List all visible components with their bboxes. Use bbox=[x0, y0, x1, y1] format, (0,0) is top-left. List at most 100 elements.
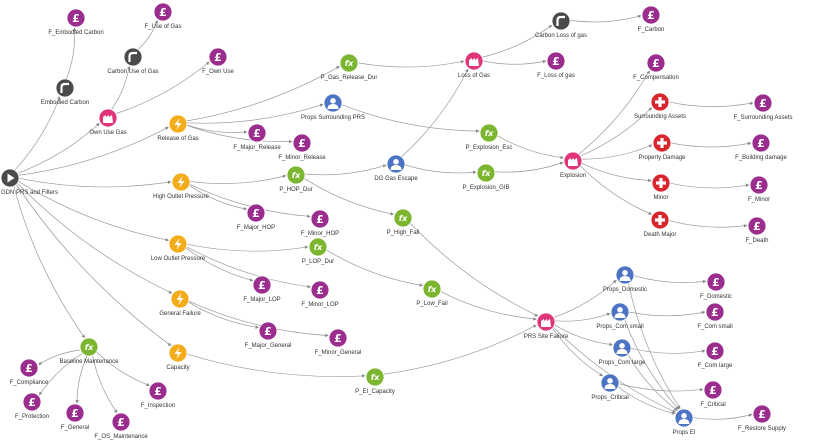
edge-p_exp_esc-to-explosion bbox=[497, 135, 564, 160]
edge-baseline-to-f_insp bbox=[96, 351, 150, 387]
node-f-major-lop[interactable]: £F_Major_LOP bbox=[243, 275, 281, 303]
edge-explosion-to-prop_dmg bbox=[581, 144, 653, 160]
node-f-dom[interactable]: £F_Domestic bbox=[700, 272, 732, 300]
node-props-cs[interactable]: Props_Com small bbox=[596, 302, 644, 330]
node-label: F_Compensation bbox=[633, 75, 679, 81]
node-death-major[interactable]: Death Major bbox=[644, 210, 677, 238]
node-f-restore[interactable]: £F_Restore Supply bbox=[738, 404, 786, 432]
node-f-sur-assets[interactable]: £F_Surrounding Assets bbox=[733, 93, 793, 121]
node-f-own-use[interactable]: £F_Own Use bbox=[202, 47, 234, 75]
node-badge bbox=[546, 51, 566, 71]
edge-props_crit-to-props_ei bbox=[617, 386, 676, 415]
node-f-minor-gen[interactable]: £F_Minor_General bbox=[315, 328, 362, 356]
svg-text:£: £ bbox=[334, 332, 342, 345]
node-f-carbon[interactable]: £F_Carbon bbox=[638, 5, 665, 33]
node-f-insp[interactable]: £F_Inspection bbox=[141, 381, 175, 409]
pound-icon: £ bbox=[316, 284, 324, 297]
edge-prop_dmg-to-f_bld_dmg bbox=[670, 141, 752, 148]
node-f-minor-hop[interactable]: £F_Minor_HOP bbox=[301, 209, 339, 237]
node-f-use-gas[interactable]: £F_Use of Gas bbox=[144, 2, 182, 30]
node-own-gas[interactable]: Own Use Gas bbox=[89, 108, 127, 136]
node-label: General Failure bbox=[159, 311, 201, 317]
svg-text:£: £ bbox=[72, 12, 80, 25]
node-badge bbox=[22, 392, 42, 412]
node-f-compl[interactable]: £F_Compliance bbox=[10, 358, 49, 386]
node-f-minor[interactable]: £F_Minor bbox=[748, 175, 770, 203]
svg-text:£: £ bbox=[552, 55, 560, 68]
node-p-lop[interactable]: fxP_LOP_Dur bbox=[302, 237, 334, 265]
node-p-high-fail[interactable]: fxP_High_Fail bbox=[387, 208, 420, 236]
node-badge bbox=[258, 321, 278, 341]
node-f-gen[interactable]: £F_General bbox=[61, 403, 89, 431]
node-props-dom[interactable]: Props_Domestic bbox=[603, 265, 647, 293]
node-badge bbox=[292, 133, 312, 153]
edge-lop-to-p_lop bbox=[186, 243, 309, 252]
fx-icon: fx bbox=[371, 373, 380, 382]
node-f-minor-rel[interactable]: £F_Minor_Release bbox=[278, 133, 326, 161]
svg-text:£: £ bbox=[214, 51, 222, 64]
node-props-sur[interactable]: Props Surrounding PRS bbox=[301, 93, 365, 121]
node-p-exp-esc[interactable]: fxP_Explosion_Esc bbox=[466, 123, 513, 151]
node-f-prot[interactable]: £F_Protection bbox=[15, 392, 49, 420]
node-c-loss-gas[interactable]: Carbon Loss of gas bbox=[535, 11, 587, 39]
node-f-emb-c[interactable]: £F_Embodied Carbon bbox=[48, 8, 104, 36]
node-p-ei-cap[interactable]: fxP_EI_Capacity bbox=[355, 367, 395, 395]
node-f-major-rel[interactable]: £F_Major_Release bbox=[233, 123, 281, 151]
node-f-death[interactable]: £F_Death bbox=[745, 216, 769, 244]
svg-text:£: £ bbox=[711, 306, 719, 319]
edge-explosion-to-f_comp bbox=[578, 70, 650, 155]
node-props-ei[interactable]: Props EI bbox=[672, 408, 696, 436]
node-minor[interactable]: Minor bbox=[651, 173, 671, 201]
node-p-gas-rel[interactable]: fxP_Gas_Release_Dur bbox=[321, 53, 378, 81]
node-f-minor-lop[interactable]: £ F_Minor_LOP bbox=[301, 280, 339, 308]
node-emb-c[interactable]: Embodied Carbon bbox=[41, 78, 89, 106]
node-explosion[interactable]: Explosion bbox=[560, 151, 586, 179]
edge-props_ei-to-f_restore bbox=[692, 413, 753, 420]
svg-text:fx: fx bbox=[345, 59, 354, 68]
node-prop-dmg[interactable]: Property Damage bbox=[638, 133, 686, 161]
svg-text:£: £ bbox=[652, 57, 660, 70]
edge-dg_escape-to-p_exp_gib bbox=[404, 164, 477, 175]
node-c-use-gas[interactable]: Carbon Use of Gas bbox=[107, 47, 159, 75]
edge-explosion-to-minor bbox=[581, 162, 652, 183]
edge-props_cl-to-props_ei bbox=[627, 354, 678, 411]
node-badge bbox=[339, 53, 359, 73]
node-badge bbox=[641, 5, 661, 25]
node-badge bbox=[246, 203, 266, 223]
node-p-hop[interactable]: fxP_HOP_Dur bbox=[279, 165, 313, 193]
node-rel-gas[interactable]: Release of Gas bbox=[157, 114, 199, 142]
node-loss-gas[interactable]: Loss of Gas bbox=[458, 51, 490, 79]
node-label: F_Minor_LOP bbox=[301, 302, 338, 308]
node-f-loss-gas[interactable]: £F_Loss of gas bbox=[537, 51, 575, 79]
node-root[interactable]: GDN PRS and Filters bbox=[0, 168, 58, 196]
node-dg-escape[interactable]: DG Gas Escape bbox=[374, 154, 418, 182]
edge-baseline-to-f_compl bbox=[38, 349, 81, 365]
node-p-exp-gib[interactable]: fxP_Explosion_GIB bbox=[462, 163, 510, 191]
node-capacity[interactable]: Capacity bbox=[166, 343, 190, 371]
edge-own_gas-to-f_own_use bbox=[115, 61, 210, 114]
node-props-crit[interactable]: Props_Critical bbox=[591, 373, 629, 401]
edge-props_cs-to-f_cs bbox=[628, 310, 706, 317]
node-prs-site[interactable]: PRS Site Failure bbox=[524, 312, 569, 340]
pipe-icon bbox=[60, 82, 69, 93]
node-f-crit[interactable]: £F_Critical bbox=[700, 380, 726, 408]
node-f-bld-dmg[interactable]: £F_Building damage bbox=[735, 133, 788, 161]
node-f-comp[interactable]: £ F_Compensation bbox=[633, 53, 679, 81]
node-gen-fail[interactable]: General Failure bbox=[159, 289, 201, 317]
node-f-cl[interactable]: £F_Com large bbox=[698, 341, 733, 369]
node-f-os[interactable]: £F_OS_Maintenance bbox=[94, 412, 148, 440]
node-f-major-gen[interactable]: £F_Major_General bbox=[245, 321, 292, 349]
node-label: Capacity bbox=[166, 365, 189, 371]
node-label: PRS Site Failure bbox=[524, 334, 569, 340]
node-props-cl[interactable]: Props_Com large bbox=[599, 338, 646, 366]
pound-icon: £ bbox=[72, 12, 80, 25]
node-sur-assets[interactable]: Surrounding Assets bbox=[634, 92, 686, 120]
edge-p_gas_rel-to-loss_gas bbox=[357, 60, 465, 68]
node-f-cs[interactable]: £F_Com small bbox=[697, 302, 733, 330]
node-hop[interactable]: High Outlet Pressure bbox=[153, 172, 210, 200]
node-f-major-hop[interactable]: £F_Major_HOP bbox=[237, 203, 275, 231]
node-p-low-fail[interactable]: fxP_Low_Fail bbox=[416, 279, 448, 307]
node-lop[interactable]: Low Outlet Pressure bbox=[151, 234, 206, 262]
edge-p_high_fail-to-prs_site bbox=[410, 223, 539, 317]
